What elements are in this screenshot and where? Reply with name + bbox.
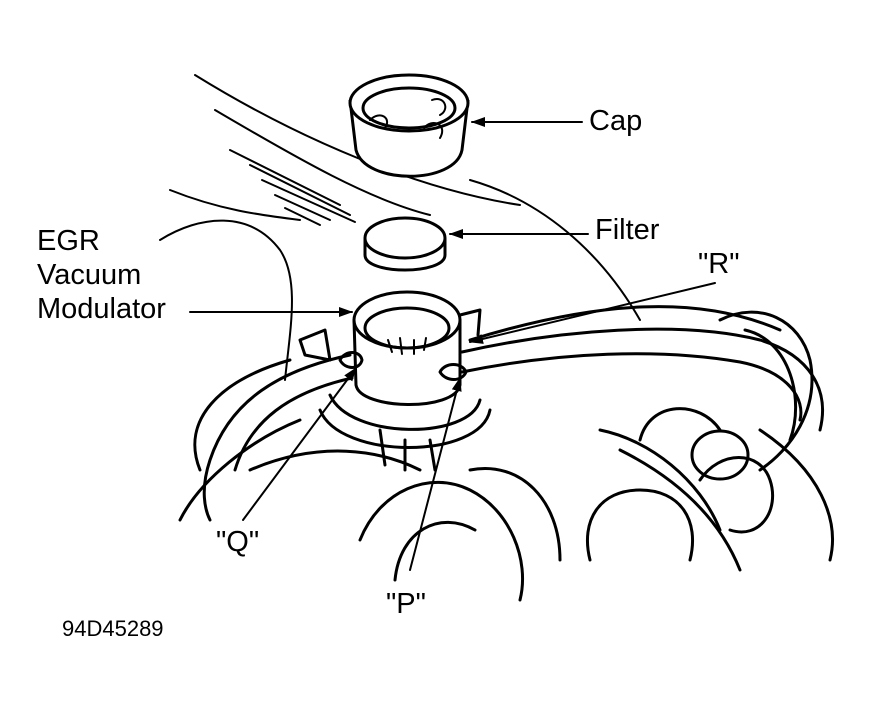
egr-label-line3: Modulator	[37, 293, 166, 325]
r-label: "R"	[698, 248, 740, 280]
egr-vacuum-modulator	[298, 290, 492, 472]
vacuum-hoses	[202, 305, 824, 522]
egr-label-line2: Vacuum	[37, 259, 142, 291]
cap-label: Cap	[589, 105, 643, 137]
cap-part	[348, 73, 470, 178]
figure-code: 94D45289	[62, 616, 164, 641]
leader-arrows	[189, 117, 716, 571]
filter-label: Filter	[595, 214, 660, 246]
p-label: "P"	[386, 588, 426, 620]
q-arrow	[242, 367, 357, 521]
filter-part	[363, 216, 447, 272]
q-label: "Q"	[216, 526, 260, 558]
p-arrow	[409, 377, 462, 571]
r-arrow	[469, 282, 716, 344]
engine-background	[159, 74, 834, 602]
egr-label-line1: EGR	[37, 225, 100, 257]
